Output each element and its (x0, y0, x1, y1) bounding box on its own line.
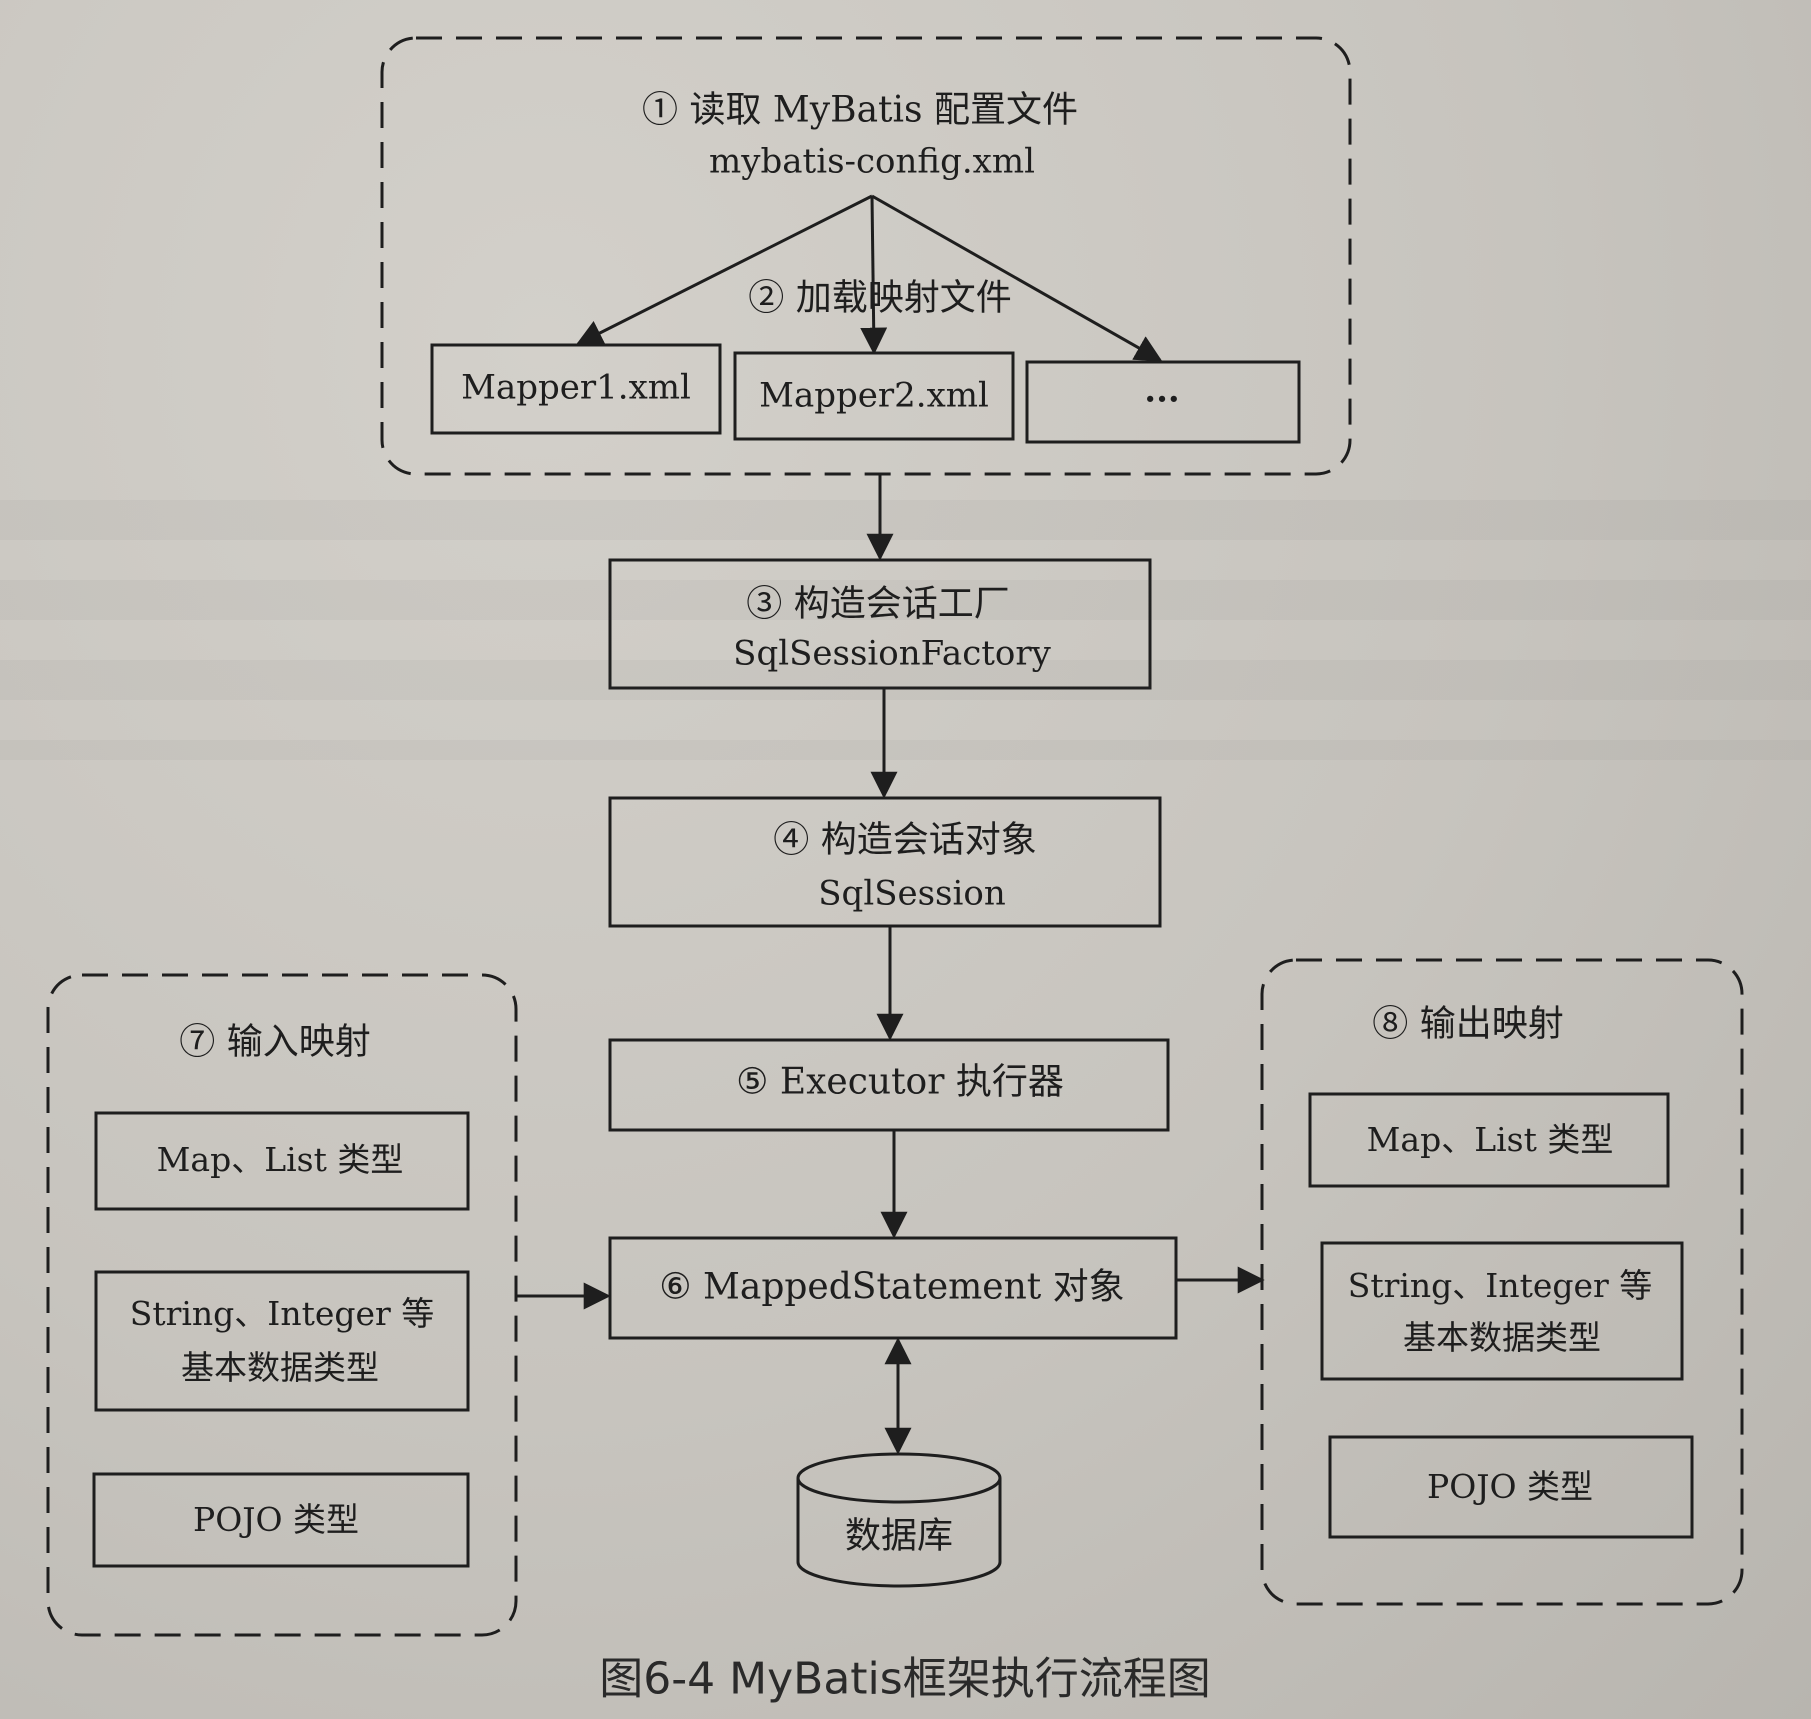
output-mapping-title: ⑧ 输出映射 (1372, 1003, 1564, 1045)
mapper1-label: Mapper1.xml (461, 367, 691, 408)
input-mapping-group-border (46, 973, 518, 1637)
arrow-config-to-mapper2 (860, 195, 888, 355)
step1-label: ① 读取 MyBatis 配置文件 (642, 89, 1078, 131)
config-group-border (380, 36, 1352, 476)
output-item-map-list: Map、List 类型 (1366, 1120, 1614, 1160)
step4-subtitle: SqlSession (818, 873, 1006, 914)
output-item-pojo: POJO 类型 (1426, 1467, 1594, 1507)
output-item-string-integer: String、Integer 等 (1347, 1266, 1653, 1306)
mapper2-label: Mapper2.xml (759, 375, 989, 416)
input-item-map-list-box (94, 1111, 470, 1211)
step3-subtitle: SqlSessionFactory (733, 633, 1051, 674)
input-item-basic-box (94, 1270, 470, 1412)
output-item-pojo-box (1328, 1435, 1694, 1539)
step4-title: ④ 构造会话对象 (773, 819, 1037, 861)
input-item-pojo: POJO 类型 (192, 1500, 360, 1540)
database-label: 数据库 (844, 1515, 954, 1557)
input-mapping-title: ⑦ 输入映射 (179, 1021, 371, 1063)
arrow-config-to-mapper1 (575, 194, 873, 346)
output-item-basic-box (1320, 1241, 1684, 1381)
step2-label: ② 加载映射文件 (748, 277, 1012, 319)
input-item-map-list: Map、List 类型 (156, 1140, 404, 1180)
step6-title: ⑥ MappedStatement 对象 (659, 1266, 1125, 1308)
step5-title: ⑤ Executor 执行器 (736, 1061, 1064, 1103)
mapper-more-box (1025, 360, 1301, 444)
arrow-config-to-mapper-more (871, 194, 1163, 362)
input-item-string-integer: String、Integer 等 (129, 1294, 435, 1334)
step3-title: ③ 构造会话工厂 (746, 583, 1010, 625)
figure-caption: 图6-4 MyBatis框架执行流程图 (599, 1653, 1211, 1705)
output-item-map-list-box (1308, 1092, 1670, 1188)
paper-bleed-texture (0, 500, 1811, 760)
input-item-pojo-box (92, 1472, 470, 1568)
config-file-name: mybatis-config.xml (709, 141, 1035, 182)
input-item-basic-types: 基本数据类型 (181, 1348, 379, 1388)
output-item-basic-types: 基本数据类型 (1403, 1318, 1601, 1358)
mapper-more-label: ··· (1144, 379, 1180, 420)
